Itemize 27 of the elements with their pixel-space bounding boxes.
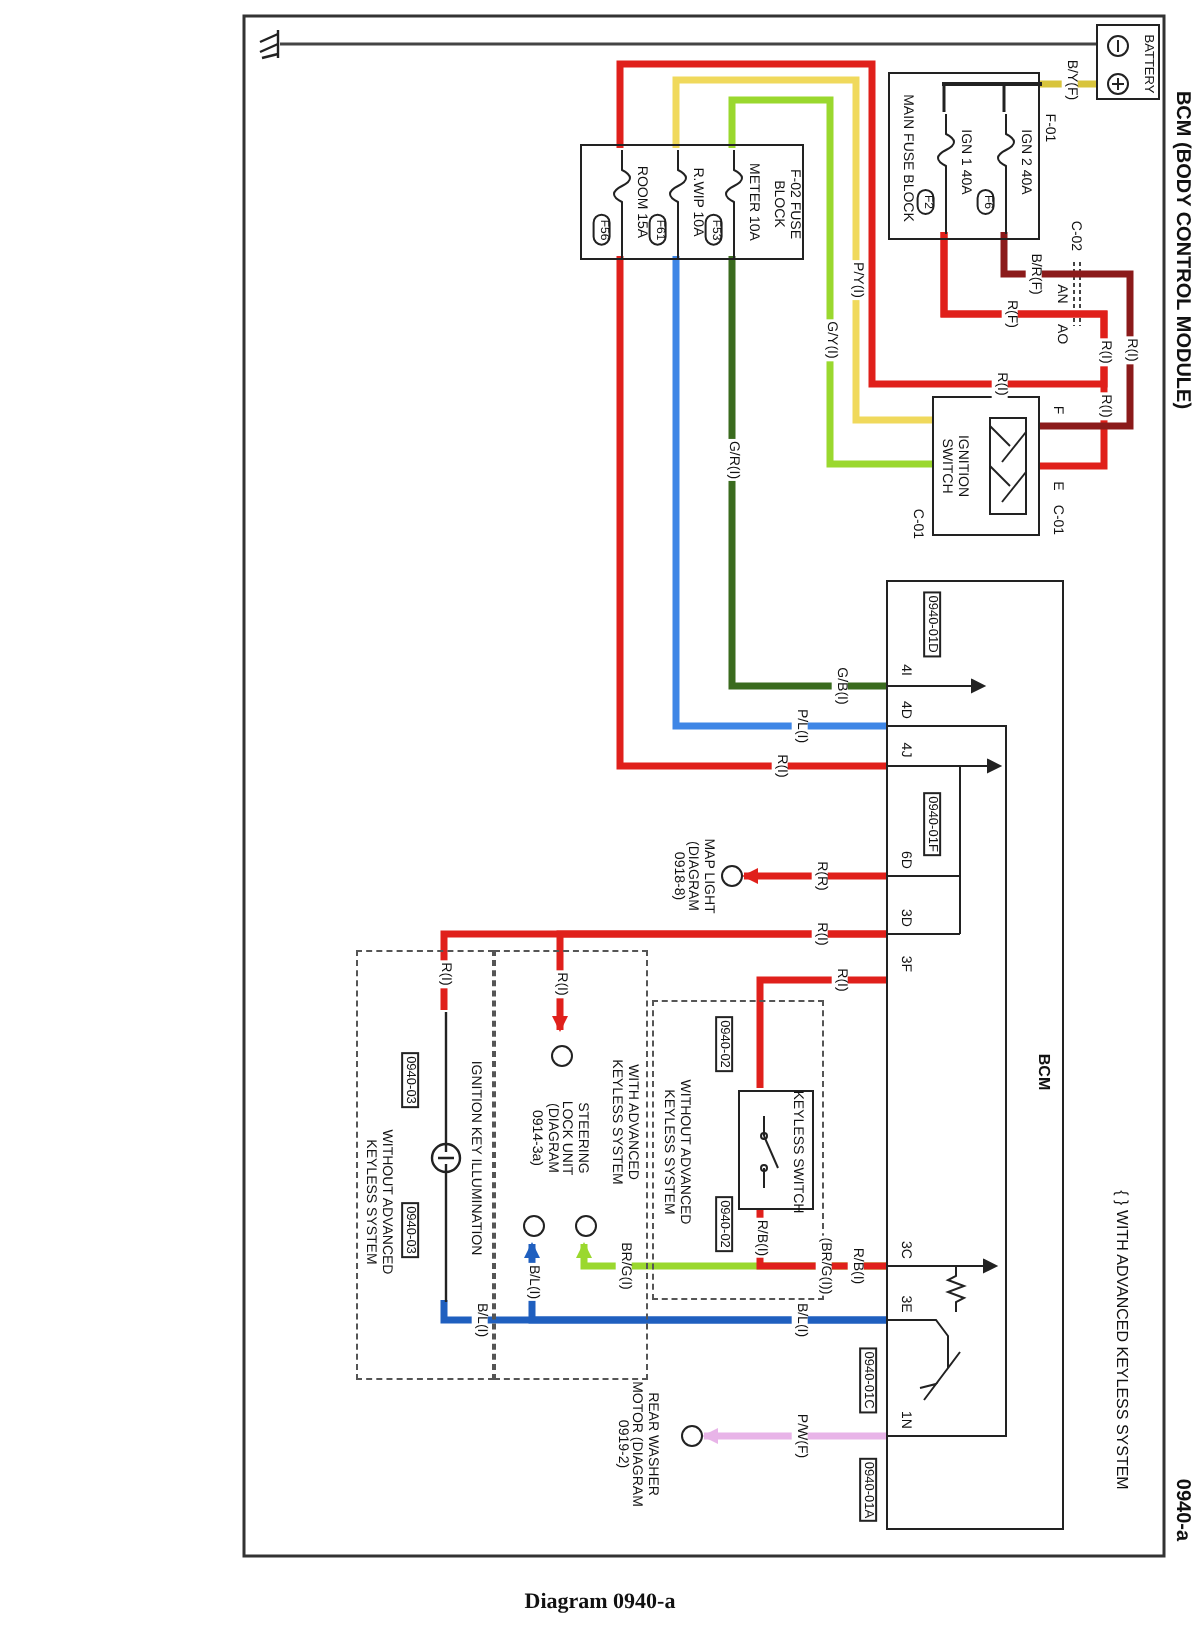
fuse-block: [888, 72, 1040, 240]
diagram-title: BCM (BODY CONTROL MODULE): [1171, 90, 1193, 410]
switch-box: [738, 1090, 814, 1210]
wire: [280, 42, 1096, 46]
wire: [742, 868, 886, 884]
wire: [672, 76, 932, 424]
wire: [1002, 86, 1006, 112]
ignition-switch-box: [932, 396, 1040, 536]
diagram-code: 0940-a: [1171, 1478, 1193, 1542]
control-module-box: [886, 580, 1064, 1530]
battery-box: [1096, 24, 1160, 100]
wire: [756, 976, 886, 1088]
wire: [940, 232, 1108, 470]
caption: Diagram 0940-a: [522, 1590, 678, 1614]
bus-bar: [942, 80, 1042, 88]
wire: [616, 256, 886, 770]
note-text: { } WITH ADVANCED KEYLESS SYSTEM: [1111, 1190, 1129, 1490]
module-label: BCM: [1033, 1053, 1051, 1091]
wire: [942, 86, 946, 112]
wire: [1000, 232, 1134, 430]
wire: [552, 930, 886, 1032]
wire: [702, 1428, 886, 1444]
wire: [672, 256, 886, 730]
wire: [440, 1300, 886, 1324]
wire: [728, 96, 932, 468]
wire: [728, 256, 886, 690]
fuse-block: [580, 144, 804, 260]
